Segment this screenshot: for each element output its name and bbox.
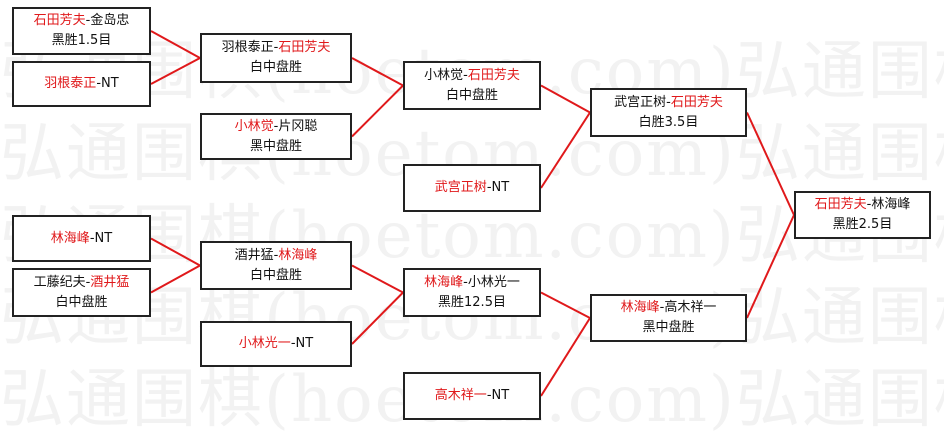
- match-separator: -: [85, 13, 91, 28]
- match-separator: -: [659, 300, 665, 315]
- connector-m10-m13: [540, 111, 591, 189]
- match-player2: NT: [295, 336, 314, 351]
- match-player2: NT: [491, 180, 510, 195]
- match-box-r1-1: 石田芳夫-金岛忠 黑胜1.5目: [12, 7, 151, 55]
- connector-m8-m11: [351, 291, 404, 345]
- match-result: 黑中盘胜: [642, 320, 695, 335]
- match-box-r1-3: 林海峰-NT: [12, 215, 151, 262]
- match-result: 白胜3.5目: [638, 114, 699, 130]
- match-box-r2-3: 酒井猛-林海峰 白中盘胜: [200, 241, 352, 290]
- match-box-r1-4: 工藤纪夫-酒井猛 白中盘胜: [12, 268, 151, 317]
- connector-m13-m15: [746, 112, 795, 216]
- match-box-final: 石田芳夫-林海峰 黑胜2.5目: [794, 191, 931, 239]
- connector-m4-m7: [150, 264, 201, 294]
- match-result: 白中盘胜: [55, 294, 108, 310]
- match-player1: 石田芳夫: [814, 197, 867, 212]
- connector-m5-m9: [351, 57, 404, 87]
- match-player2: 高木祥一: [664, 300, 717, 315]
- match-separator: -: [463, 274, 468, 290]
- match-result: 白中盘胜: [445, 87, 498, 103]
- match-separator: -: [89, 230, 95, 246]
- match-player1: 林海峰: [620, 300, 660, 315]
- match-result: 黑胜2.5目: [832, 217, 893, 232]
- match-separator: -: [666, 94, 671, 110]
- match-player1: 工藤纪夫: [33, 274, 86, 290]
- match-player2: 小林光一: [467, 274, 520, 290]
- match-player1: 小林觉: [234, 118, 274, 134]
- connector-m6-m9: [351, 84, 404, 138]
- match-box-r2-1: 羽根泰正-石田芳夫 白中盘胜: [200, 33, 352, 83]
- match-box-r1-2: 羽根泰正-NT: [12, 61, 151, 107]
- match-separator: -: [85, 274, 91, 290]
- match-player2: 金岛忠: [90, 13, 130, 28]
- match-separator: -: [486, 180, 492, 195]
- match-player2: 石田芳夫: [278, 40, 331, 55]
- match-player1: 酒井猛: [234, 247, 274, 263]
- match-player2: NT: [94, 230, 113, 246]
- match-box-r4-1: 武宫正树-石田芳夫 白胜3.5目: [590, 88, 747, 137]
- match-box-r2-4: 小林光一-NT: [200, 321, 352, 367]
- connector-m2-m5: [150, 57, 201, 85]
- match-player1: 高木祥一: [434, 388, 487, 403]
- match-box-r4-2: 林海峰-高木祥一 黑中盘胜: [590, 294, 747, 342]
- match-player2: 酒井猛: [90, 274, 130, 290]
- match-result: 黑胜12.5目: [438, 294, 506, 310]
- match-player2: 林海峰: [278, 247, 318, 263]
- match-separator: -: [486, 388, 492, 403]
- match-player1: 羽根泰正: [44, 76, 97, 91]
- match-player1: 小林光一: [238, 336, 291, 351]
- connector-m9-m13: [540, 84, 591, 114]
- match-player1: 林海峰: [424, 274, 464, 290]
- match-separator: -: [866, 197, 872, 212]
- match-separator: -: [273, 118, 279, 134]
- match-separator: -: [463, 67, 468, 83]
- connector-m7-m11: [351, 264, 404, 294]
- match-separator: -: [96, 76, 102, 91]
- match-separator: -: [290, 336, 296, 351]
- match-box-r2-2: 小林觉-片冈聪 黑中盘胜: [200, 113, 352, 160]
- match-separator: -: [273, 247, 279, 263]
- match-player1: 林海峰: [50, 230, 90, 246]
- match-separator: -: [273, 40, 279, 55]
- match-result: 黑胜1.5目: [51, 33, 112, 48]
- match-player2: 片冈聪: [278, 118, 318, 134]
- connector-m12-m14: [540, 317, 591, 397]
- match-player1: 石田芳夫: [33, 13, 86, 28]
- match-player1: 小林觉: [424, 67, 464, 83]
- connector-m1-m5: [150, 30, 201, 59]
- connector-m3-m7: [150, 237, 201, 267]
- match-player1: 羽根泰正: [221, 40, 274, 55]
- match-player1: 武宫正树: [434, 180, 487, 195]
- match-box-r3-2: 武宫正树-NT: [403, 164, 541, 212]
- match-player2: 林海峰: [871, 197, 911, 212]
- match-player2: NT: [101, 76, 119, 91]
- match-box-r3-3: 林海峰-小林光一 黑胜12.5目: [403, 268, 541, 317]
- match-player2: 石田芳夫: [467, 67, 520, 83]
- match-result: 白中盘胜: [249, 267, 302, 283]
- match-result: 黑中盘胜: [249, 138, 302, 154]
- match-box-r3-1: 小林觉-石田芳夫 白中盘胜: [403, 61, 541, 110]
- match-result: 白中盘胜: [249, 60, 302, 75]
- match-box-r3-4: 高木祥一-NT: [403, 372, 541, 420]
- match-player2: NT: [491, 388, 510, 403]
- connector-m14-m15: [746, 214, 795, 319]
- connector-m11-m14: [540, 291, 591, 319]
- match-player1: 武宫正树: [614, 94, 667, 110]
- match-player2: 石田芳夫: [670, 94, 723, 110]
